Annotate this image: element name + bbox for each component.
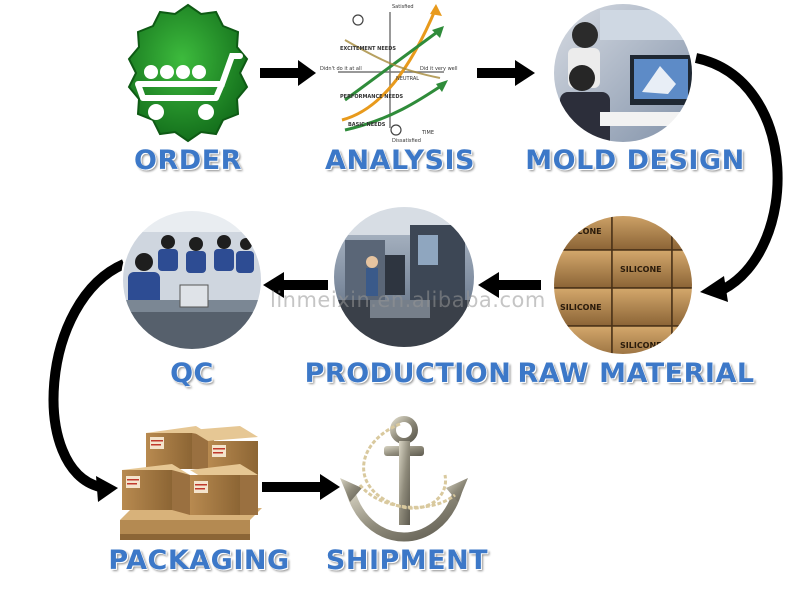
label-analysis: ANALYSIS — [325, 145, 475, 176]
anchor-icon — [340, 416, 468, 542]
arrow-production-to-qc — [263, 272, 328, 298]
label-production: PRODUCTION — [304, 358, 512, 389]
label-qc: QC — [170, 358, 214, 389]
box-print: SILICONE — [560, 303, 602, 312]
packaging-illustration — [120, 426, 262, 540]
label-order: ORDER — [134, 145, 242, 176]
chart-didnt-do: Didn't do it at all — [320, 66, 362, 72]
mold-design-frame — [552, 2, 694, 144]
box-print: SILICONE — [560, 227, 602, 236]
arrow-packaging-to-shipment — [262, 474, 340, 500]
arrow-mold-to-raw-curve — [694, 53, 783, 302]
label-packaging: PACKAGING — [108, 545, 290, 576]
chart-basic: BASIC NEEDS — [348, 122, 386, 128]
label-mold-design: MOLD DESIGN — [525, 145, 745, 176]
arrow-analysis-to-mold — [477, 60, 535, 86]
label-shipment: SHIPMENT — [325, 545, 489, 576]
box-print: SILICONE — [620, 265, 662, 274]
chart-dissatisfied: Dissatisfied — [392, 138, 421, 144]
raw-material-frame — [552, 214, 694, 356]
mold-design-photo — [553, 3, 693, 143]
qc-frame — [121, 209, 263, 351]
order-badge — [127, 3, 249, 143]
shopping-cart-icon — [135, 53, 243, 120]
chart-excitement: EXCITEMENT NEEDS — [340, 46, 396, 52]
clock-icon — [352, 14, 364, 26]
production-frame — [332, 205, 476, 349]
arrow-order-to-analysis — [260, 60, 316, 86]
watermark: linmeixin.en.alibaba.com — [270, 288, 546, 312]
chart-did-well: Did it very well — [420, 66, 458, 72]
clock-icon — [390, 124, 402, 136]
qc-photo — [122, 210, 262, 350]
chart-time: TIME — [421, 130, 434, 136]
arrow-qc-to-packaging-curve — [48, 259, 127, 502]
arrow-raw-to-production — [478, 272, 541, 298]
chart-satisfied: Satisfied — [392, 4, 414, 10]
box-print: SILICONE — [620, 341, 662, 350]
label-raw-material: RAW MATERIAL — [517, 358, 755, 389]
chart-neutral: NEUTRAL — [396, 76, 419, 82]
production-photo — [333, 206, 475, 348]
analysis-chart: Satisfied Dissatisfied EXCITEMENT NEEDS … — [320, 4, 458, 144]
chart-performance: PERFORMANCE NEEDS — [340, 94, 403, 100]
